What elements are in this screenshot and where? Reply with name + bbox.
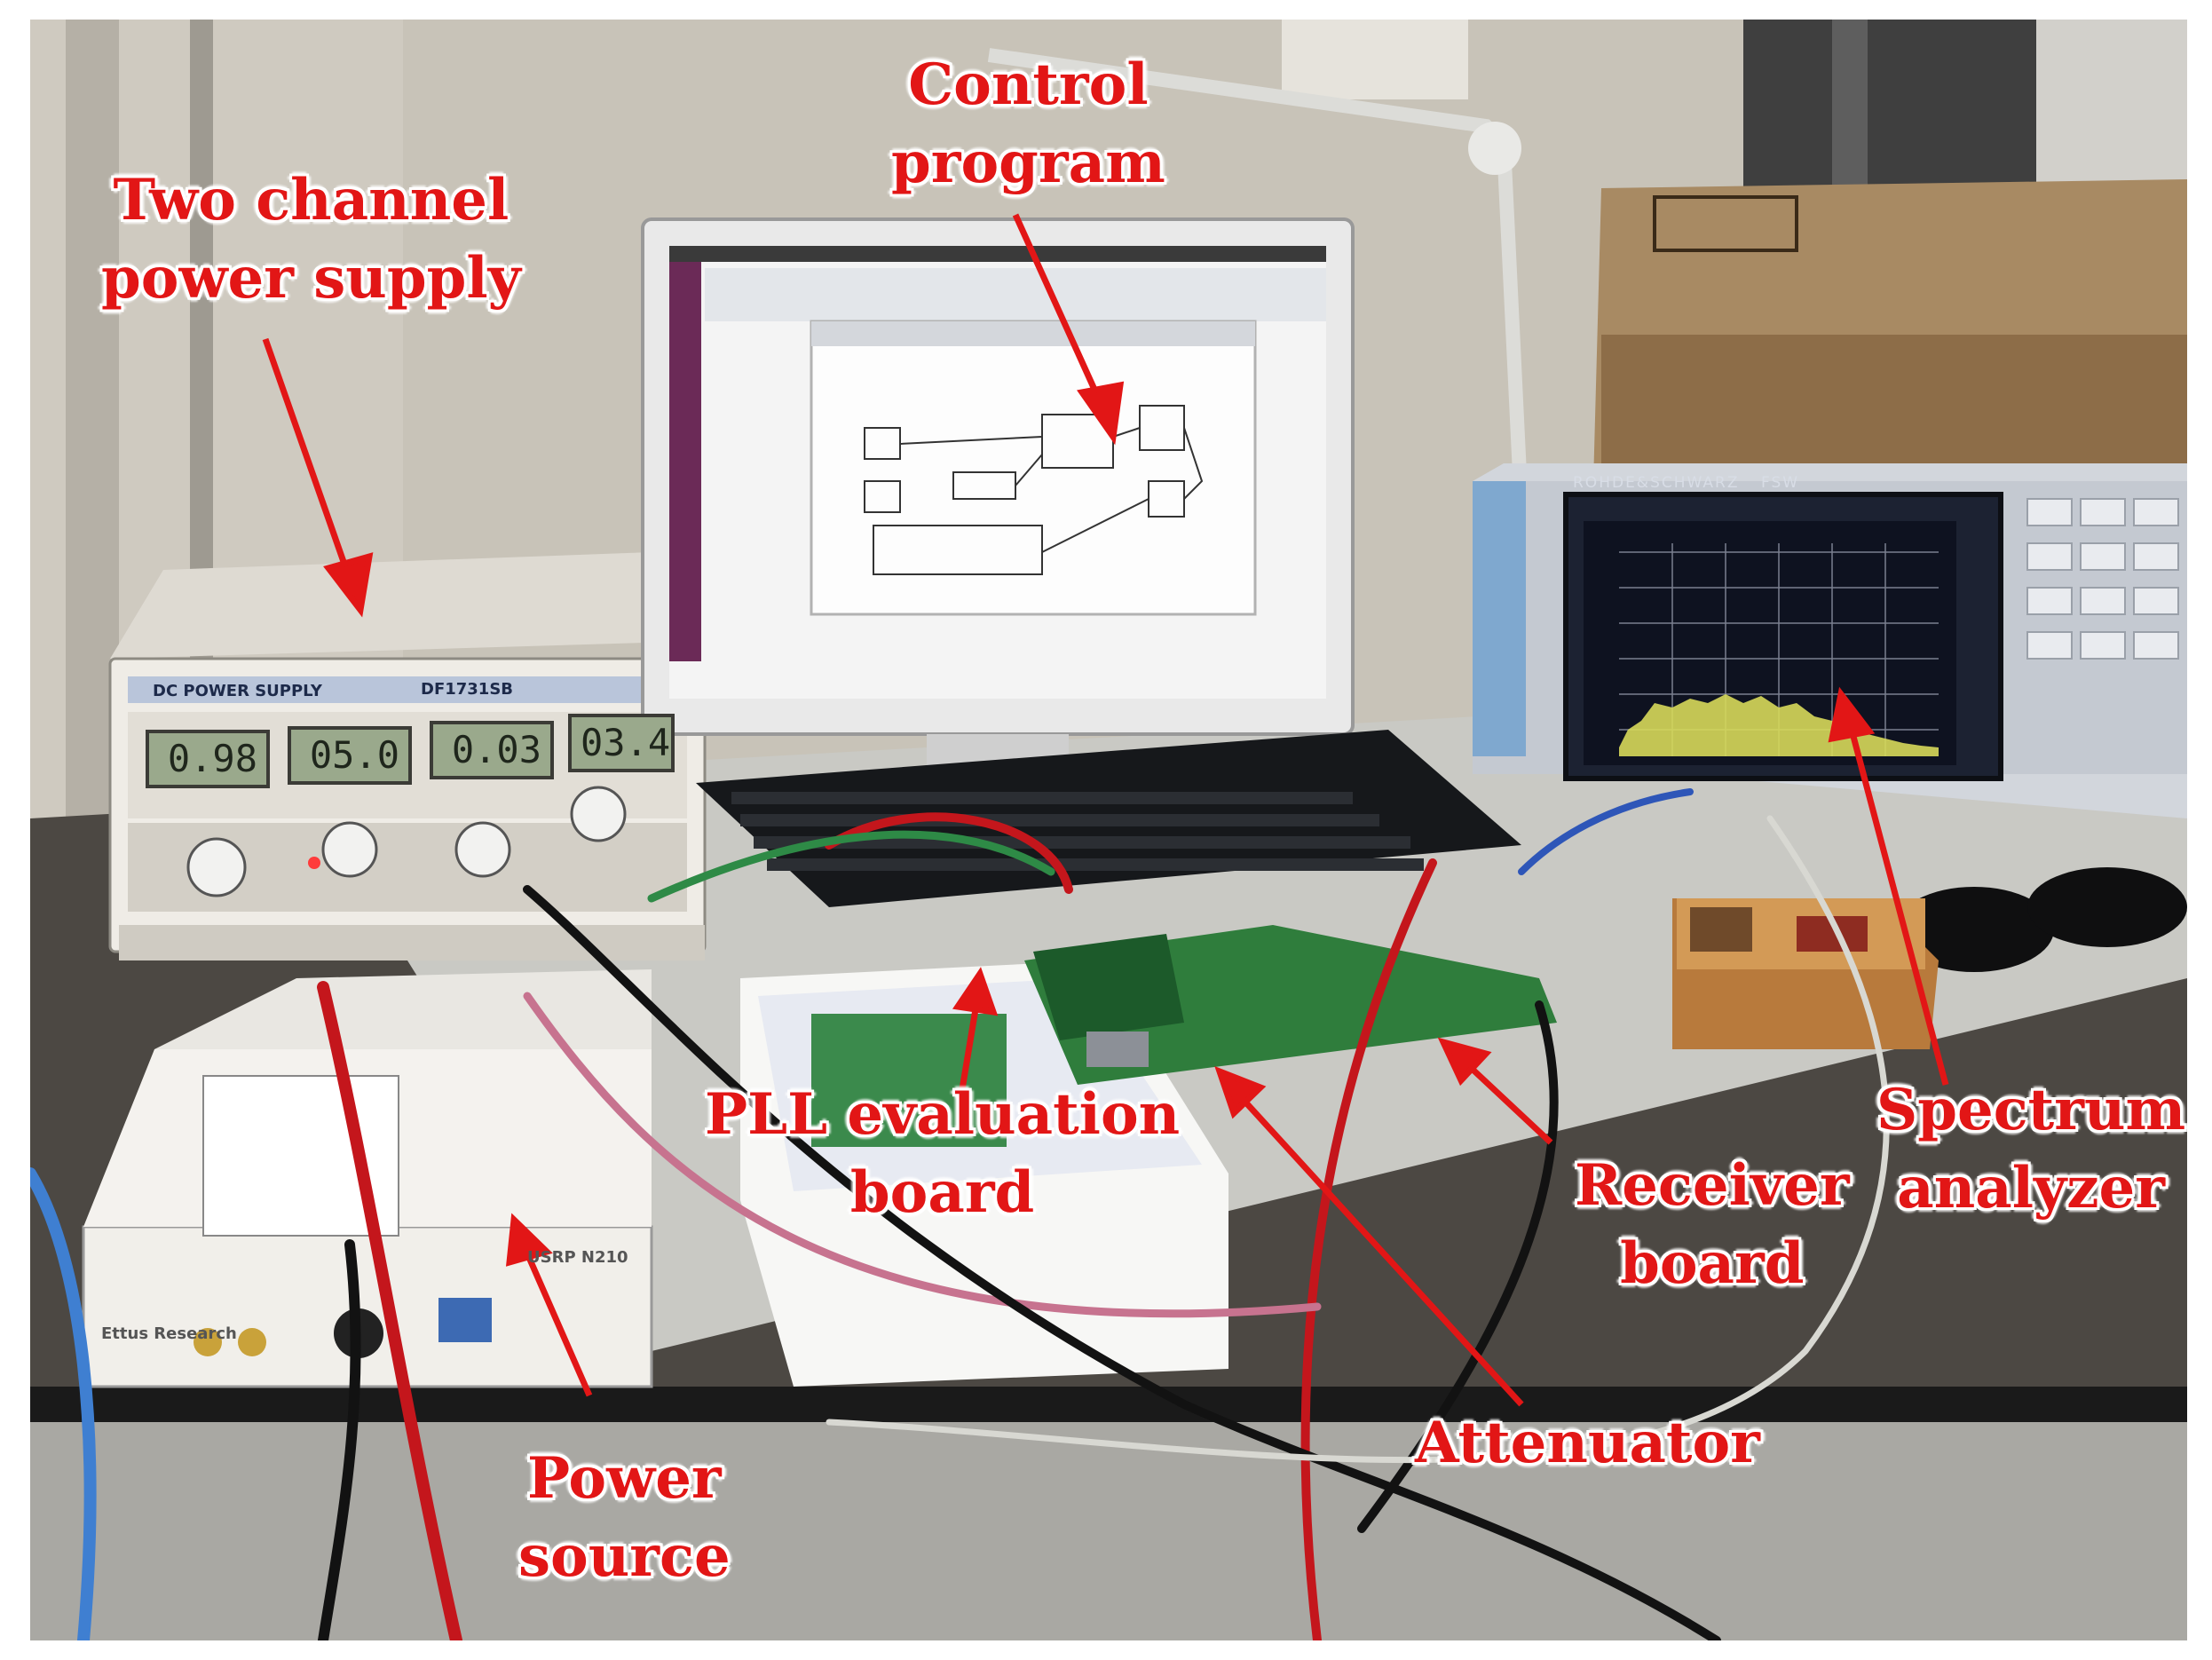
red-cable-2 [1300,858,1437,1640]
tin-box [1672,898,1939,1049]
black-cable-1 [523,885,1721,1640]
lcd-readout-4: 03.4 [568,714,675,772]
lcd-readout-1: 0.98 [146,730,270,788]
lab-setup-photo: DC POWER SUPPLY DF1731SB 0.98 05.0 0.03 … [30,20,2187,1640]
blue-cable [1518,788,1694,875]
caption-two-channel-power-supply: Two channel power supply [101,167,521,312]
caption-pll-evaluation-board: PLL evaluation board [705,1081,1181,1226]
gray-coax [826,815,1890,1464]
pink-cable [523,992,1322,1318]
spectrum-analyzer-brand: ROHDE&SCHWARZ [1573,474,1740,492]
green-cable [647,830,1055,903]
usrp-model: USRP N210 [527,1248,628,1267]
lcd-readout-3: 0.03 [430,721,554,779]
caption-attenuator: Attenuator [1415,1410,1760,1476]
annotation-arrows [262,213,1949,1407]
monitor [641,217,1355,779]
power-supply-model: DF1731SB [421,680,514,699]
caption-spectrum-analyzer: Spectrum analyzer [1876,1077,2186,1221]
lab-scene [30,20,2187,1640]
power-supply-panel-label: DC POWER SUPPLY [153,682,322,700]
mouse [1894,887,2054,972]
caption-power-source: Power source [518,1445,731,1590]
caption-receiver-board: Receiver board [1575,1152,1850,1297]
lcd-readout-2: 05.0 [288,726,412,785]
red-cable-1 [317,981,462,1640]
caption-control-program: Control program [891,51,1165,196]
wall-sign [1282,20,1468,99]
spectrum-analyzer-model: FSW [1761,474,1800,492]
usrp-brand: Ettus Research [101,1324,237,1343]
receiver-board [1024,925,1557,1085]
spectrum-analyzer-body [1473,463,2187,818]
usrp-body [82,969,653,1388]
